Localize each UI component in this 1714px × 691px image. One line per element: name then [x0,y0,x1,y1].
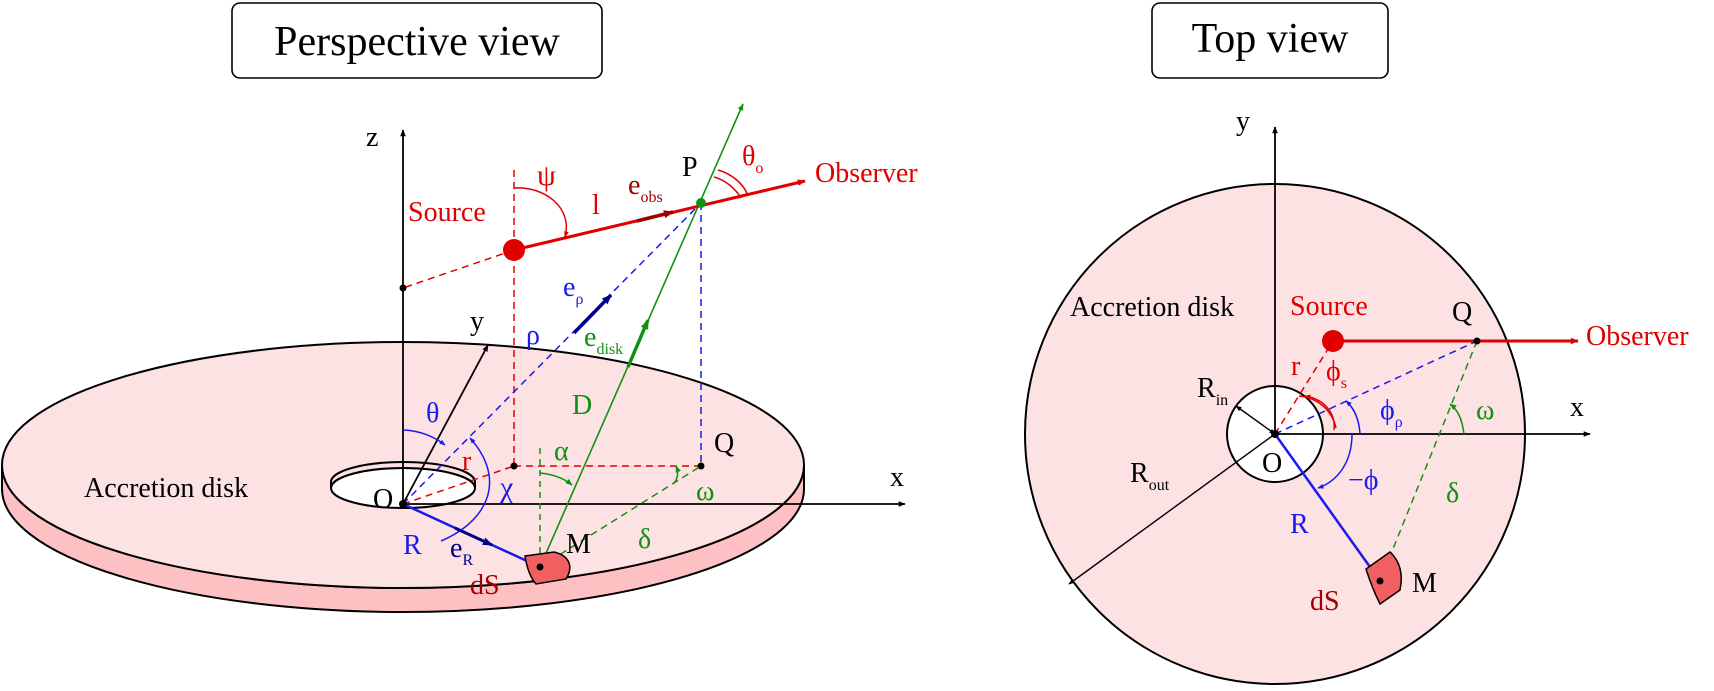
x-axis-label: x [890,462,904,493]
y-axis-label-top: y [1236,106,1250,137]
chi-label: χ [499,471,514,504]
rho-label: ρ [526,320,540,351]
r-dashed-top [1274,340,1334,435]
ds-element-perspective [524,551,571,585]
l-label: l [592,190,600,221]
origin-point-perspective [399,500,407,508]
r-vector-label-top: R [1290,509,1309,540]
y-axis-label: y [470,306,484,337]
e-obs-label: eobs [628,170,663,206]
q-label-top: Q [1452,297,1472,328]
omega-arc [673,465,681,484]
theta-arc [402,429,446,446]
point-q-top [1473,337,1481,345]
e-obs-vector [636,210,674,223]
top-title-box [1151,2,1389,79]
r-label-top: r [1291,351,1301,382]
phi-rho-label: ϕρ [1380,395,1403,431]
r-vector-top [1273,433,1382,582]
perspective-view: Perspective view z x y [0,2,918,613]
e-rho-label: eρ [563,272,583,308]
point-m-perspective [536,563,544,571]
theta-o-label: θo [742,141,763,177]
point-m-top [1376,577,1384,585]
phi-s-label: ϕs [1326,356,1347,392]
ds-label-perspective: dS [470,570,500,601]
z-axis-label: z [366,122,378,153]
perspective-title-box [231,2,603,79]
observer-label-perspective: Observer [815,158,918,189]
psi-label: ψ [537,159,556,192]
x-axis-label-top: x [1570,392,1584,423]
e-disk-label: edisk [584,322,623,358]
r-out-line [1068,433,1276,585]
disk-label-top: Accretion disk [1070,292,1234,323]
rho-dashed-top [1274,340,1478,435]
r-in-label: Rin [1197,373,1228,409]
theta-o-arc [713,176,742,199]
m-label-top: M [1412,568,1437,599]
chi-arc [440,437,491,542]
alpha-label: α [554,436,569,467]
delta-label-perspective: δ [638,524,651,555]
ds-element-top [1365,551,1402,606]
e-r-label: eR [450,533,473,569]
disk-label-perspective: Accretion disk [84,473,248,504]
r-out-label: Rout [1130,458,1170,494]
source-point [503,239,525,261]
r-vector-label-perspective: R [403,530,422,561]
source-to-z-dashed [402,249,515,289]
e-disk-vector [626,319,650,368]
q-label-perspective: Q [714,428,734,459]
origin-label-top: O [1262,448,1282,479]
observer-label-top: Observer [1586,321,1689,352]
y-axis [402,344,489,505]
omega-label-perspective: ω [696,476,714,507]
origin-point-top [1271,430,1279,438]
alpha-arc [539,472,573,486]
r-label-perspective: r [462,446,472,477]
m-label-perspective: M [566,529,591,560]
r-dashed [402,465,515,505]
e-rho-vector [572,293,613,335]
d-label: D [572,390,592,421]
p-label: P [682,152,698,183]
source-label-perspective: Source [408,197,486,228]
delta-label-top: δ [1446,478,1459,509]
point-q-perspective [697,462,705,470]
minus-phi-label: −ϕ [1348,465,1379,496]
theta-o-arc-2 [717,169,749,197]
origin-label-perspective: O [373,484,393,515]
omega-label-top: ω [1476,395,1494,426]
omega-arc-top [1449,403,1465,435]
top-view: Top view y x Accretion disk Source [1024,2,1689,685]
rho-dashed [402,202,702,505]
top-title: Top view [1192,16,1350,62]
ds-label-top: dS [1310,586,1340,617]
r-in-line [1235,405,1276,435]
minus-phi-arc [1317,433,1353,489]
theta-label: θ [426,398,439,429]
source-point-top [1322,330,1344,352]
source-projection-point [510,462,518,470]
phi-s-arc-arrow [1304,394,1335,431]
phi-rho-arc [1345,400,1361,435]
point-p [696,198,706,208]
perspective-title: Perspective view [274,19,560,65]
z-axis-point [399,284,407,292]
psi-arc [513,187,569,238]
source-label-top: Source [1290,291,1368,322]
e-r-vector [454,526,493,547]
